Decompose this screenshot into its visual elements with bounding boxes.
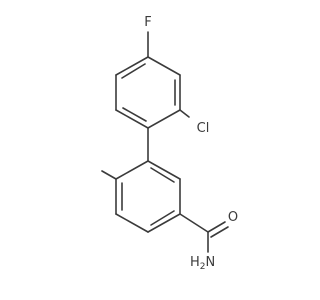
chlorofluorophenyl-ring — [115, 56, 181, 129]
molecule-structure: F Cl O H2N — [101, 15, 238, 272]
double-bond-inner — [122, 107, 147, 122]
double-bond-inner — [150, 210, 175, 226]
chlorine-label: Cl — [197, 121, 210, 136]
oxygen-label: O — [228, 210, 238, 225]
hydrogen-symbol: H — [190, 255, 200, 270]
bond — [115, 109, 149, 129]
bond — [115, 56, 149, 76]
methyl-bond — [101, 170, 117, 180]
bond-ring-carbonyl — [179, 213, 209, 233]
fluorine-label: F — [144, 15, 151, 30]
benzamide-ring — [115, 160, 181, 233]
bond — [115, 160, 149, 180]
bond-c-cl — [179, 109, 190, 118]
bond — [147, 213, 181, 233]
double-bond-inner — [121, 63, 146, 79]
bond — [115, 213, 149, 233]
carbonyl-double-bond — [207, 221, 226, 233]
double-bond-inner — [150, 167, 175, 183]
hydrogen-count: 2 — [200, 262, 206, 272]
bond — [147, 56, 181, 76]
nitrogen-symbol: N — [206, 255, 216, 270]
bond — [147, 160, 181, 180]
amine-label: H2N — [190, 255, 215, 272]
bond — [147, 109, 181, 129]
carbonyl-double-bond — [210, 226, 229, 238]
